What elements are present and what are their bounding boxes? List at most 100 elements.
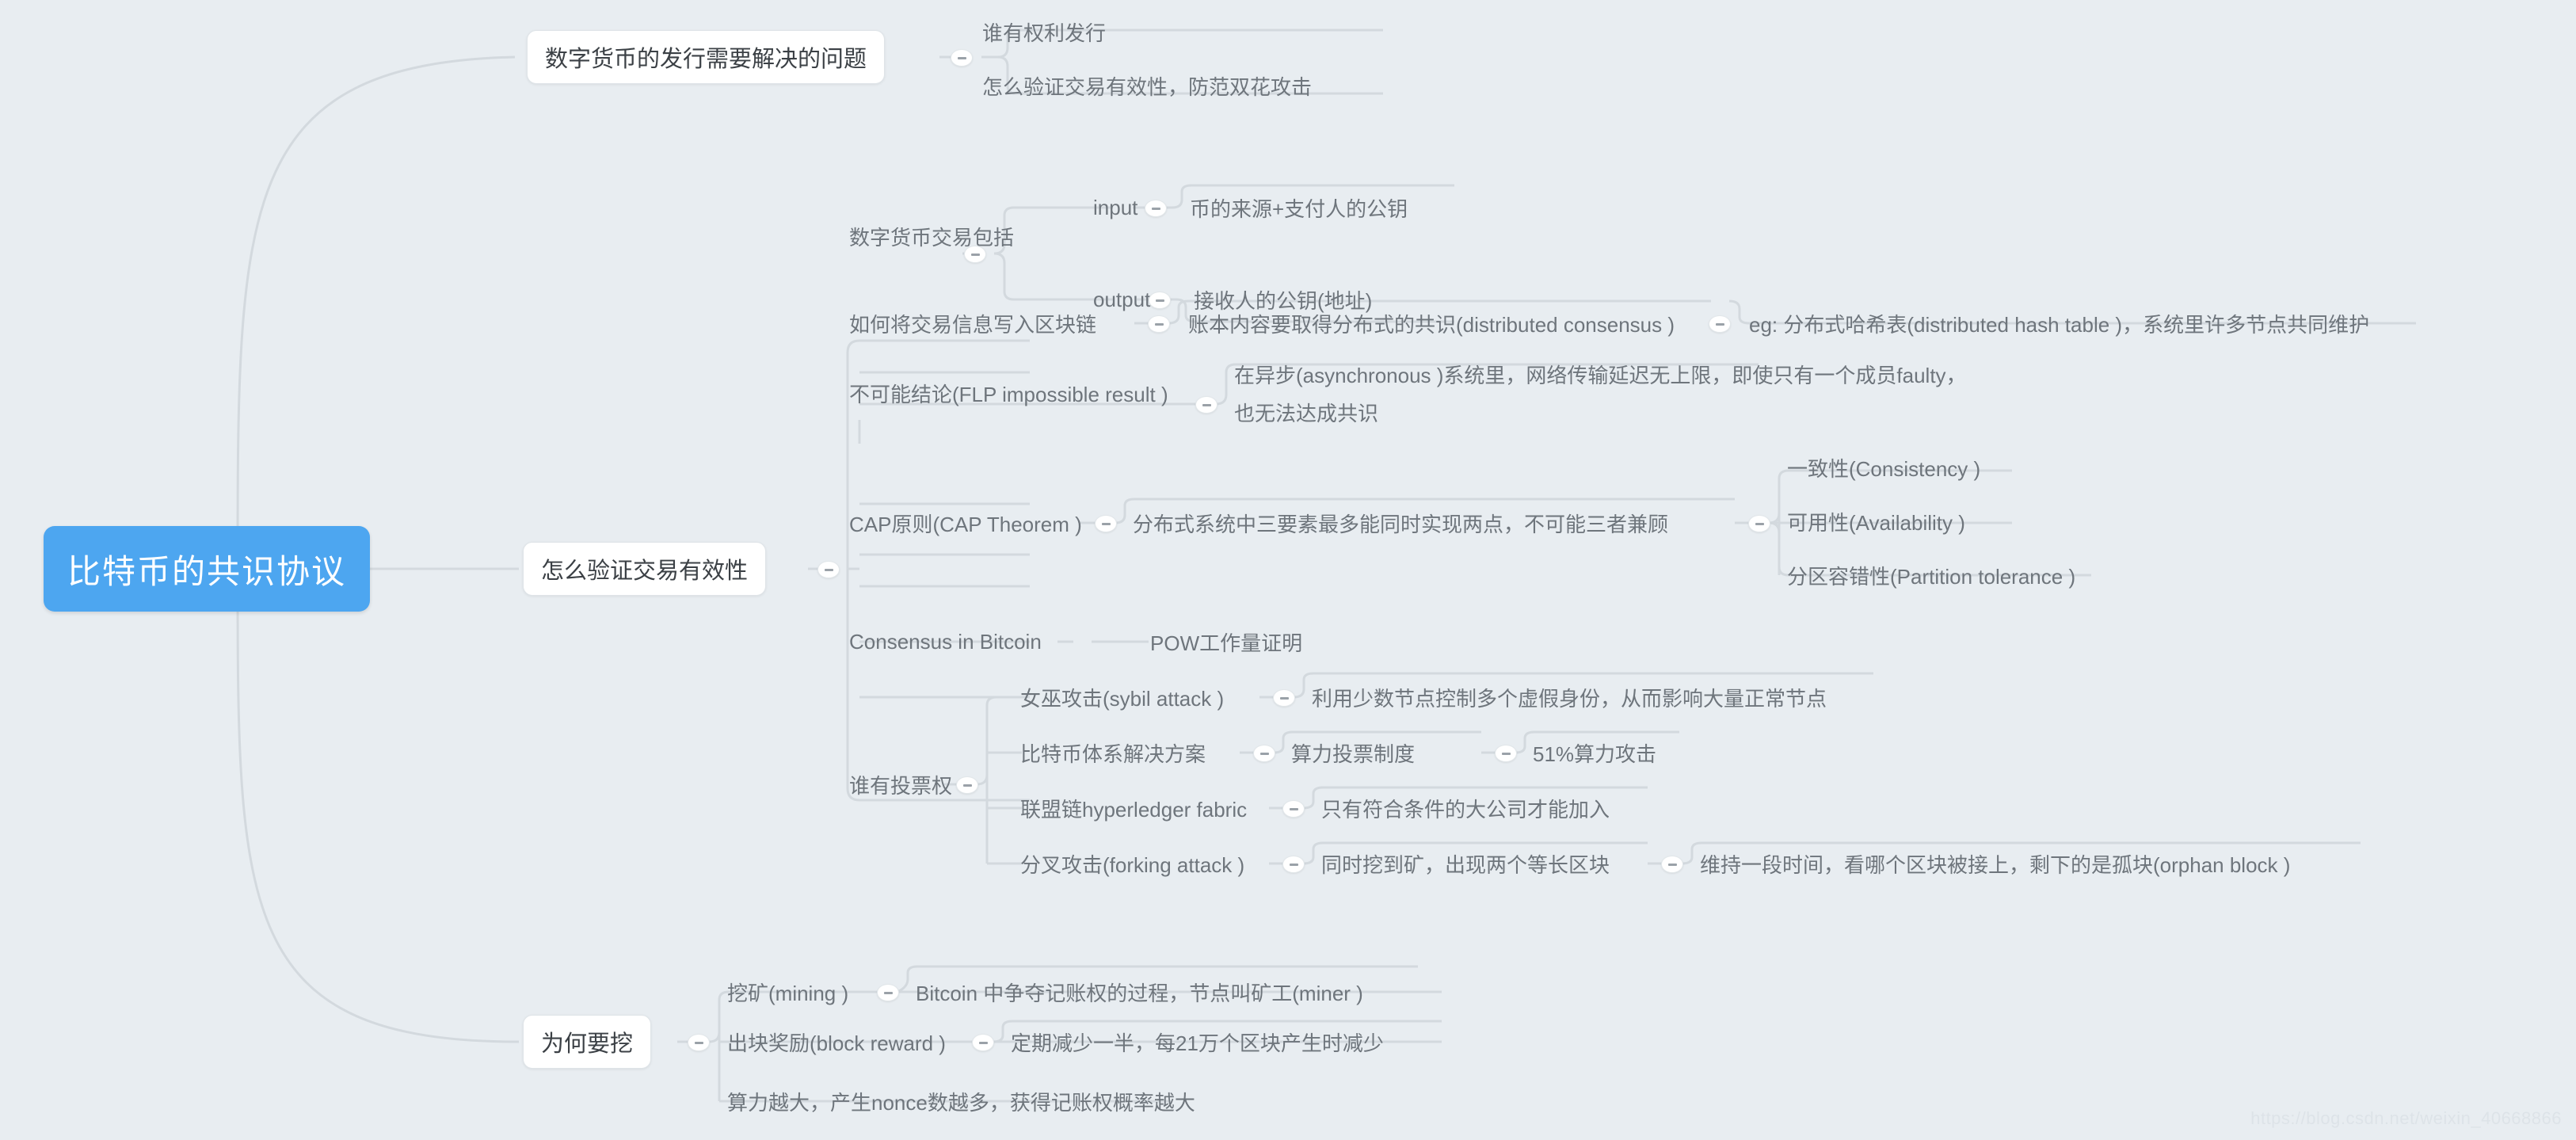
node-voting-label: 谁有投票权: [849, 773, 953, 798]
branch-node-mining[interactable]: 为何要挖: [523, 1015, 652, 1069]
collapse-toggle-write-chain[interactable]: [1148, 315, 1170, 333]
minus-icon: [1202, 403, 1211, 406]
minus-icon: [1667, 863, 1677, 866]
collapse-toggle-mining-child-1[interactable]: [972, 1034, 994, 1051]
node-flp-detail-line2[interactable]: 也无法达成共识: [1234, 396, 1378, 428]
node-mining-child-1[interactable]: 出块奖励(block reward ): [727, 1026, 946, 1058]
collapse-toggle-voting-item-2[interactable]: [1282, 800, 1305, 818]
node-voting-item-3-detail[interactable]: 同时挖到矿，出现两个等长区块: [1321, 848, 1610, 879]
node-mining-child-1-detail-label: 定期减少一半，每21万个区块产生时减少: [1011, 1031, 1384, 1055]
collapse-toggle-write-chain-detail[interactable]: [1709, 315, 1731, 333]
collapse-toggle-validate[interactable]: [817, 561, 840, 578]
collapse-toggle-voting-item-3-detail[interactable]: [1661, 856, 1683, 873]
node-voting-item-0-label: 女巫攻击(sybil attack ): [1020, 686, 1225, 711]
node-voting-item-1-detail2-label: 51%算力攻击: [1533, 742, 1657, 766]
minus-icon: [1755, 522, 1764, 525]
issuance-child-1[interactable]: 怎么验证交易有效性，防范双花攻击: [982, 70, 1312, 101]
node-tx-output-detail[interactable]: 接收人的公钥(地址): [1194, 284, 1372, 315]
node-write-chain-label: 如何将交易信息写入区块链: [849, 312, 1097, 337]
node-mining-child-0[interactable]: 挖矿(mining ): [727, 976, 848, 1008]
node-voting-item-0[interactable]: 女巫攻击(sybil attack ): [1020, 681, 1224, 713]
minus-icon: [1279, 696, 1289, 700]
minus-icon: [883, 991, 893, 994]
node-flp-detail-line1[interactable]: 在异步(asynchronous )系统里，网络传输延迟无上限，即使只有一个成员…: [1234, 358, 1967, 390]
root-node[interactable]: 比特币的共识协议: [44, 526, 371, 612]
issuance-child-0[interactable]: 谁有权利发行: [982, 16, 1106, 48]
node-tx-input[interactable]: input: [1093, 192, 1137, 223]
minus-icon: [957, 56, 966, 59]
node-flp[interactable]: 不可能结论(FLP impossible result ): [849, 377, 1168, 409]
node-tx-input-detail[interactable]: 币的来源+支付人的公钥: [1190, 192, 1408, 223]
node-cap-item-0[interactable]: 一致性(Consistency ): [1787, 452, 1980, 483]
node-tx-input-detail-label: 币的来源+支付人的公钥: [1190, 196, 1408, 221]
collapse-toggle-voting-item-0[interactable]: [1273, 689, 1295, 707]
node-voting-item-3[interactable]: 分叉攻击(forking attack ): [1020, 848, 1244, 879]
issuance-child-1-label: 怎么验证交易有效性，防范双花攻击: [982, 74, 1313, 99]
node-cap-detail-label: 分布式系统中三要素最多能同时实现两点，不可能三者兼顾: [1133, 512, 1669, 536]
collapse-toggle-tx-output[interactable]: [1149, 292, 1171, 309]
collapse-toggle-mining-child-0[interactable]: [877, 984, 899, 1001]
node-voting-item-0-detail[interactable]: 利用少数节点控制多个虚假身份，从而影响大量正常节点: [1312, 681, 1827, 713]
node-voting-item-1[interactable]: 比特币体系解决方案: [1020, 737, 1206, 768]
node-voting-item-3-detail2-label: 维持一段时间，看哪个区块被接上，剩下的是孤块(orphan block ): [1700, 852, 2291, 877]
branch-node-validate[interactable]: 怎么验证交易有效性: [523, 542, 767, 596]
node-flp-detail-line2-label: 也无法达成共识: [1234, 401, 1379, 425]
branch-label-issuance: 数字货币的发行需要解决的问题: [545, 47, 867, 72]
node-voting-item-2-label: 联盟链hyperledger fabric: [1020, 797, 1248, 822]
node-cap[interactable]: CAP原则(CAP Theorem ): [849, 507, 1082, 539]
node-tx-output[interactable]: output: [1093, 284, 1150, 315]
minus-icon: [978, 1041, 988, 1044]
node-voting-item-3-detail2[interactable]: 维持一段时间，看哪个区块被接上，剩下的是孤块(orphan block ): [1700, 848, 2290, 879]
node-write-chain-detail[interactable]: 账本内容要取得分布式的共识(distributed consensus ): [1188, 307, 1675, 339]
node-tx-includes[interactable]: 数字货币交易包括: [849, 220, 1014, 252]
minus-icon: [694, 1041, 703, 1044]
node-voting-item-2-detail[interactable]: 只有符合条件的大公司才能加入: [1321, 792, 1610, 824]
collapse-toggle-issuance[interactable]: [951, 49, 973, 67]
collapse-toggle-voting-item-1-detail[interactable]: [1495, 745, 1517, 762]
node-mining-child-1-detail[interactable]: 定期减少一半，每21万个区块产生时减少: [1011, 1026, 1384, 1058]
node-consensus-bitcoin-detail-label: POW工作量证明: [1150, 631, 1303, 655]
minus-icon: [1151, 207, 1160, 210]
branch-label-mining: 为何要挖: [541, 1031, 634, 1057]
collapse-toggle-cap[interactable]: [1095, 515, 1117, 532]
node-cap-item-2-label: 分区容错性(Partition tolerance ): [1787, 564, 2076, 589]
node-flp-label: 不可能结论(FLP impossible result ): [849, 382, 1168, 406]
collapse-toggle-tx-includes[interactable]: [964, 246, 986, 263]
node-consensus-bitcoin-detail[interactable]: POW工作量证明: [1150, 626, 1302, 658]
node-mining-child-1-label: 出块奖励(block reward ): [727, 1031, 946, 1055]
node-mining-child-0-detail[interactable]: Bitcoin 中争夺记账权的过程，节点叫矿工(miner ): [916, 976, 1363, 1008]
collapse-toggle-voting[interactable]: [956, 776, 978, 794]
node-consensus-bitcoin[interactable]: Consensus in Bitcoin: [849, 626, 1042, 658]
node-cap-detail[interactable]: 分布式系统中三要素最多能同时实现两点，不可能三者兼顾: [1133, 507, 1668, 539]
watermark: https://blog.csdn.net/weixin_40668866: [2250, 1108, 2562, 1128]
node-cap-item-0-label: 一致性(Consistency ): [1787, 456, 1981, 481]
node-mining-child-2[interactable]: 算力越大，产生nonce数越多，获得记账权概率越大: [727, 1085, 1195, 1117]
node-cap-item-1[interactable]: 可用性(Availability ): [1787, 505, 1965, 537]
collapse-toggle-tx-input[interactable]: [1145, 200, 1167, 217]
minus-icon: [962, 784, 972, 787]
collapse-toggle-voting-item-3[interactable]: [1282, 856, 1305, 873]
collapse-toggle-mining[interactable]: [688, 1034, 710, 1051]
node-voting-item-1-detail2[interactable]: 51%算力攻击: [1533, 737, 1656, 768]
minus-icon: [1501, 752, 1511, 755]
node-voting-item-3-detail-label: 同时挖到矿，出现两个等长区块: [1321, 852, 1610, 877]
branch-label-validate: 怎么验证交易有效性: [541, 559, 749, 584]
minus-icon: [1155, 299, 1164, 302]
node-write-chain-detail2[interactable]: eg: 分布式哈希表(distributed hash table )，系统里许…: [1749, 307, 2369, 339]
node-write-chain[interactable]: 如何将交易信息写入区块链: [849, 307, 1096, 339]
minus-icon: [1259, 752, 1269, 755]
minus-icon: [970, 253, 980, 256]
node-tx-output-detail-label: 接收人的公钥(地址): [1194, 288, 1373, 313]
branch-node-issuance[interactable]: 数字货币的发行需要解决的问题: [527, 30, 886, 84]
node-voting-item-1-detail[interactable]: 算力投票制度: [1291, 737, 1415, 768]
node-cap-item-2[interactable]: 分区容错性(Partition tolerance ): [1787, 559, 2075, 591]
collapse-toggle-flp[interactable]: [1195, 396, 1218, 414]
collapse-toggle-voting-item-1[interactable]: [1253, 745, 1275, 762]
node-voting[interactable]: 谁有投票权: [849, 768, 952, 800]
node-voting-item-2[interactable]: 联盟链hyperledger fabric: [1020, 792, 1247, 824]
node-voting-item-0-detail-label: 利用少数节点控制多个虚假身份，从而影响大量正常节点: [1312, 686, 1827, 711]
node-cap-label: CAP原则(CAP Theorem ): [849, 512, 1082, 536]
node-voting-item-1-label: 比特币体系解决方案: [1020, 742, 1206, 766]
collapse-toggle-cap-detail[interactable]: [1748, 515, 1770, 532]
